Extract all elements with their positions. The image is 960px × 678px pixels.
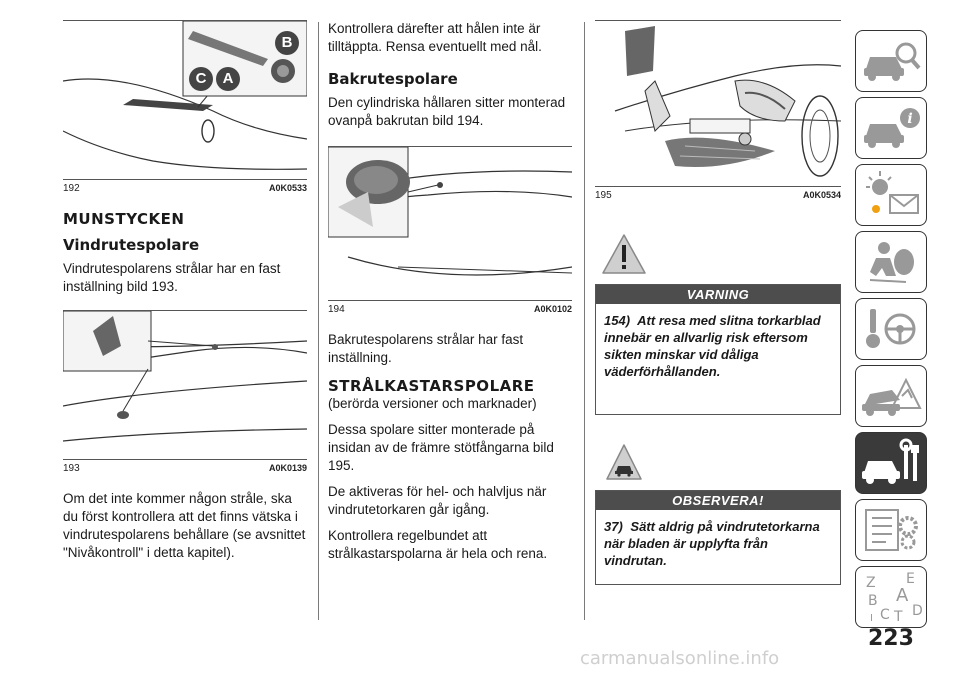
body-text: Vindrutespolarens strålar har en fast in… xyxy=(63,261,281,294)
figure-caption: 195 A0K0534 xyxy=(595,187,841,201)
section-heading: STRÅLKASTARSPOLARE xyxy=(328,377,535,395)
subsection-heading: Vindrutespolare xyxy=(63,236,200,254)
figure-caption: 194 A0K0102 xyxy=(328,301,572,315)
tab-car-accident[interactable] xyxy=(855,365,927,427)
column-3: 195 A0K0534 VARNING 154) Att resa med sl… xyxy=(595,20,841,585)
svg-text:i: i xyxy=(907,111,912,127)
tab-airbag-person[interactable] xyxy=(855,231,927,293)
column-divider-1 xyxy=(318,22,319,620)
index-letter: I xyxy=(870,613,873,624)
airbag-person-icon xyxy=(869,242,914,283)
car-caution-icon xyxy=(605,443,841,486)
note-number: 37) xyxy=(604,519,623,534)
subsection-heading: Bakrutespolare xyxy=(328,70,458,88)
figure-194 xyxy=(328,146,572,301)
note-title: OBSERVERA! xyxy=(596,491,840,510)
body-text: Om det inte kommer någon stråle, ska du … xyxy=(63,491,306,560)
figure-193-illustration xyxy=(63,311,307,442)
page-number: 223 xyxy=(868,626,914,651)
figure-caption: 192 A0K0533 xyxy=(63,180,307,194)
figure-192-illustration xyxy=(63,21,307,170)
body-text: Kontrollera regelbundet att strålkastars… xyxy=(328,528,548,561)
checklist-gear-icon xyxy=(865,509,918,551)
car-tools-icon xyxy=(862,438,919,484)
figure-number: 193 xyxy=(63,463,80,474)
lights-mail-icon xyxy=(866,171,919,214)
warning-box: VARNING 154) Att resa med slitna torkarb… xyxy=(595,284,841,415)
tab-checklist-gear[interactable] xyxy=(855,499,927,561)
callout-label: C xyxy=(189,67,213,91)
index-letter: B xyxy=(868,593,878,609)
column-1: B C A 192 A0K0533 MUNSTYCKEN Vindrutespo… xyxy=(63,20,307,570)
index-letter: Z xyxy=(866,575,876,591)
figure-number: 194 xyxy=(328,304,345,315)
index-letter: D xyxy=(912,603,923,619)
tab-lights-mail[interactable] xyxy=(855,164,927,226)
chapter-tabs: i xyxy=(855,30,927,633)
figure-code: A0K0533 xyxy=(268,183,307,193)
callout-label: B xyxy=(275,31,299,55)
body-text: Den cylindriska hållaren sitter monterad… xyxy=(328,95,566,128)
tab-car-search[interactable] xyxy=(855,30,927,92)
warning-number: 154) xyxy=(604,313,631,328)
note-box: OBSERVERA! 37) Sätt aldrig på vindruteto… xyxy=(595,490,841,585)
tab-car-info[interactable]: i xyxy=(855,97,927,159)
body-text: Kontrollera därefter att hålen inte är t… xyxy=(328,21,542,54)
tab-alphabet-index[interactable]: Z E B A C T D I xyxy=(855,566,927,628)
body-text: De aktiveras för hel- och halvljus när v… xyxy=(328,484,547,517)
key-steering-icon xyxy=(866,309,916,348)
subtitle-text: (berörda versioner och marknader) xyxy=(328,396,537,411)
car-info-icon: i xyxy=(864,108,920,148)
index-letter: C xyxy=(880,607,890,623)
index-letter: T xyxy=(893,609,903,625)
note-body: Sätt aldrig på vindrutetorkarna när blad… xyxy=(604,519,820,568)
car-search-icon xyxy=(864,42,921,81)
car-accident-icon xyxy=(862,377,922,416)
figure-code: A0K0102 xyxy=(533,304,572,314)
watermark: carmanualsonline.info xyxy=(580,648,780,669)
tab-car-tools[interactable] xyxy=(855,432,927,494)
index-letter: A xyxy=(896,585,909,606)
warning-title: VARNING xyxy=(596,285,840,304)
column-divider-2 xyxy=(584,22,585,620)
figure-194-illustration xyxy=(328,147,572,276)
callout-label: A xyxy=(216,67,240,91)
figure-195-illustration xyxy=(614,26,841,177)
body-text: Dessa spolare sitter monterade på insida… xyxy=(328,422,554,473)
figure-number: 192 xyxy=(63,183,80,194)
figure-195 xyxy=(595,20,841,187)
figure-code: A0K0534 xyxy=(802,190,841,200)
alphabet-index-icon: Z E B A C T D I xyxy=(866,571,923,625)
figure-code: A0K0139 xyxy=(268,463,307,473)
figure-number: 195 xyxy=(595,190,612,201)
body-text: Bakrutespolarens strålar har fast instäl… xyxy=(328,332,524,365)
column-2: Kontrollera därefter att hålen inte är t… xyxy=(328,20,572,571)
figure-192: B C A xyxy=(63,20,307,180)
warning-text: 154) Att resa med slitna torkarblad inne… xyxy=(596,304,840,414)
warning-body: Att resa med slitna torkarblad innebär e… xyxy=(604,313,821,379)
warning-triangle-icon xyxy=(601,233,841,280)
section-heading: MUNSTYCKEN xyxy=(63,210,185,228)
note-text: 37) Sätt aldrig på vindrutetorkarna när … xyxy=(596,510,840,584)
figure-caption: 193 A0K0139 xyxy=(63,460,307,474)
index-letter: E xyxy=(906,571,915,587)
tab-key-steering[interactable] xyxy=(855,298,927,360)
figure-193 xyxy=(63,310,307,460)
